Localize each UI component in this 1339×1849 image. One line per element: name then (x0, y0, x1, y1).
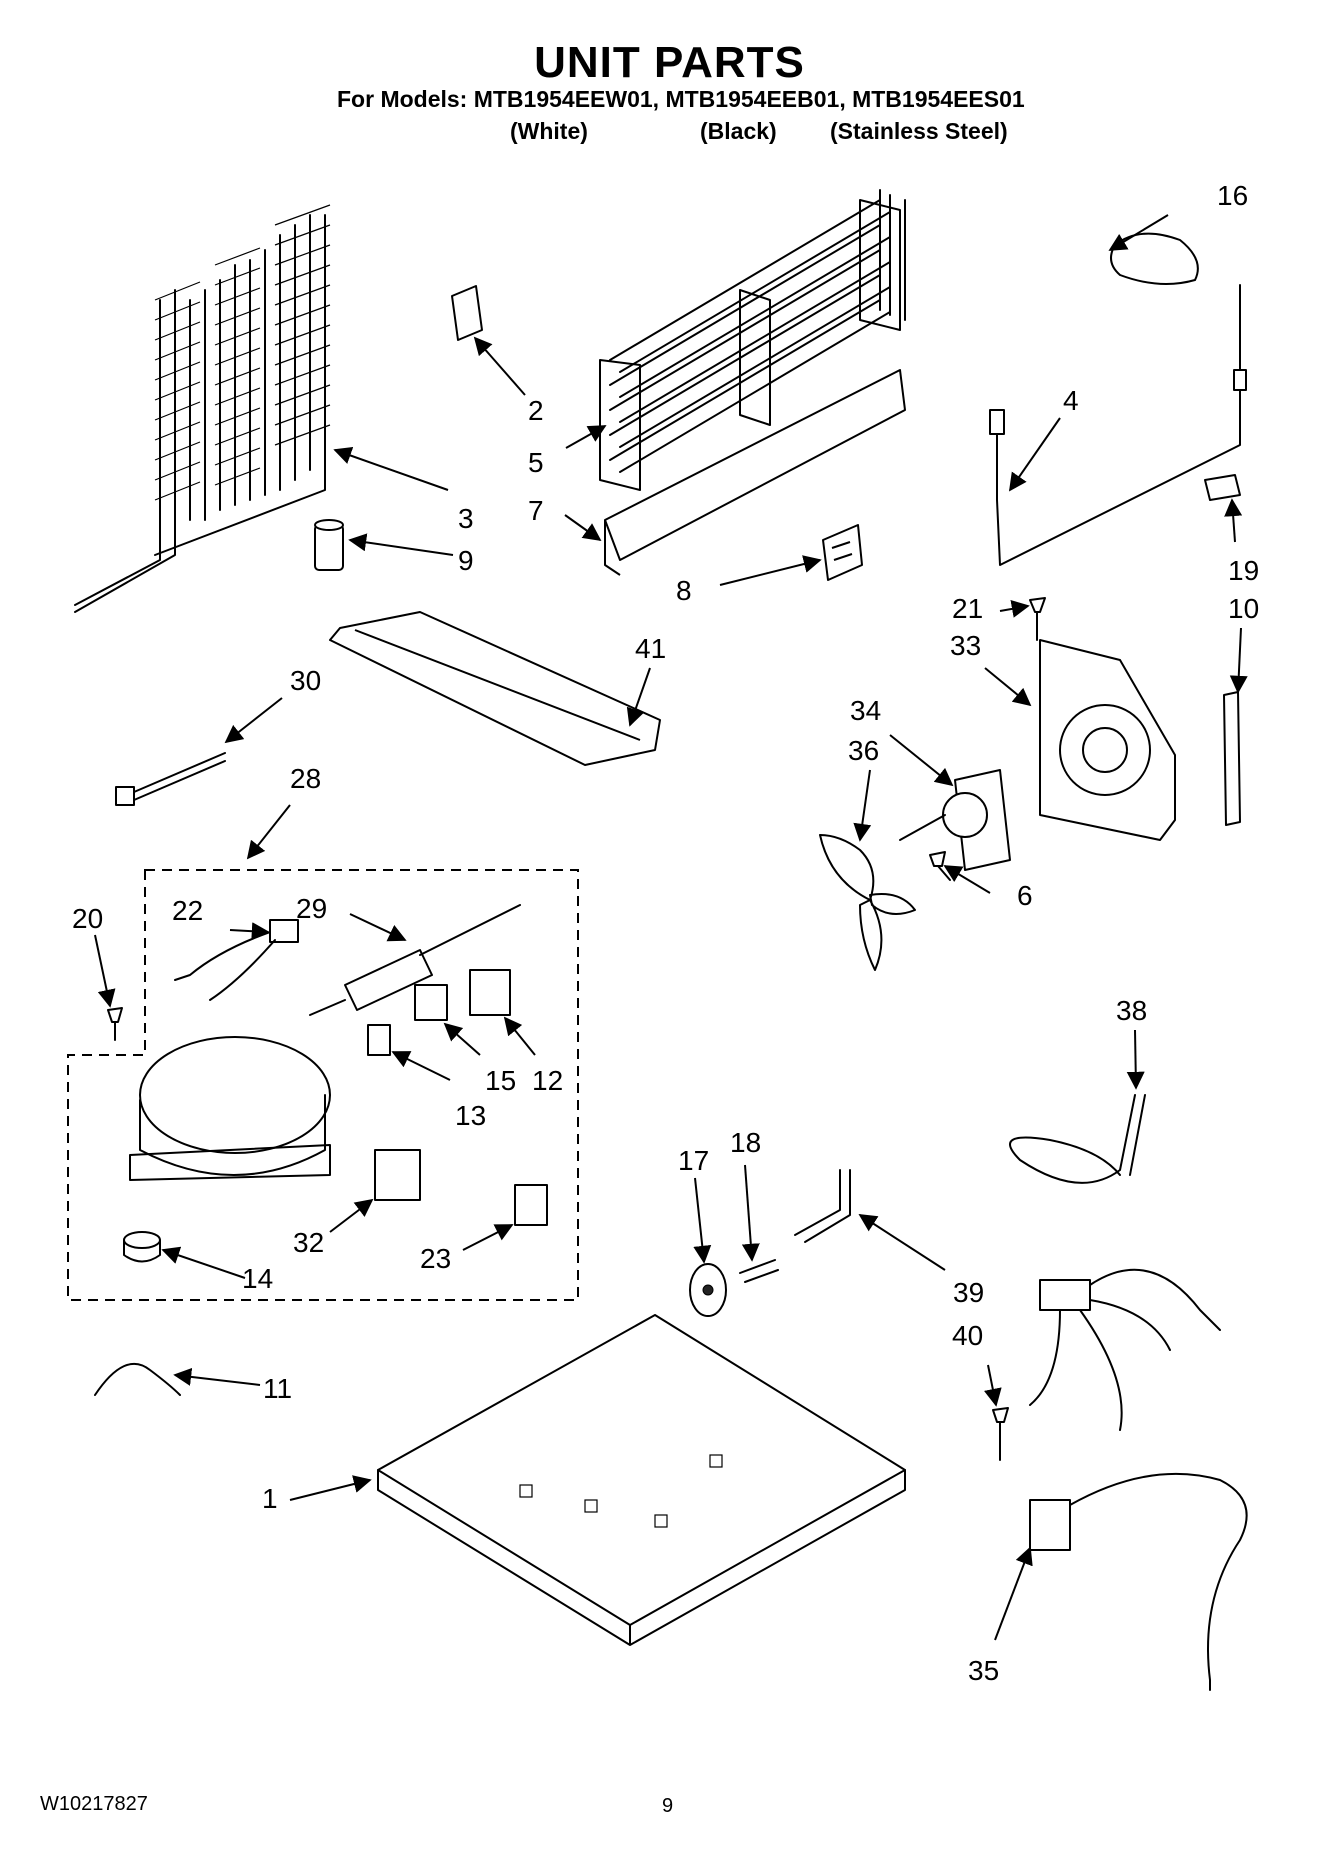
models-line: For Models: MTB1954EEW01, MTB1954EEB01, … (337, 86, 1025, 112)
part-drain-trough (604, 369, 906, 576)
callout-10: 10 (1228, 593, 1259, 624)
part-wire-29 (309, 904, 521, 1016)
callout-36: 36 (848, 735, 879, 766)
callout-39: 39 (953, 1277, 984, 1308)
callout-18: 18 (730, 1127, 761, 1158)
callout-32: 32 (293, 1227, 324, 1258)
part-cable-tie (115, 752, 226, 806)
callout-22: 22 (172, 895, 203, 926)
part-overload-12 (469, 969, 511, 1016)
callout-numbers: 2 3 5 7 9 8 16 4 19 10 21 33 34 36 6 41 … (72, 180, 1259, 1686)
part-axle (739, 1259, 779, 1283)
part-fan-blade (819, 834, 916, 971)
callout-21: 21 (952, 593, 983, 624)
part-screw-20 (107, 1007, 123, 1041)
part-base-frame (377, 1314, 906, 1646)
callout-17: 17 (678, 1145, 709, 1176)
part-wire-clip (94, 1362, 181, 1396)
callout-11: 11 (263, 1373, 292, 1404)
callout-34: 34 (850, 695, 881, 726)
start-components-group-outline (67, 869, 579, 1301)
part-fan-shroud (1039, 639, 1176, 841)
part-thermistor-clip (1204, 474, 1241, 501)
callout-15: 15 (485, 1065, 516, 1096)
document-number: W10217827 (40, 1793, 148, 1815)
callout-20: 20 (72, 903, 103, 934)
part-compressor (129, 1036, 331, 1181)
callout-5: 5 (528, 447, 544, 478)
part-relay-15 (414, 984, 448, 1021)
finish-stainless-steel: (Stainless Steel) (830, 118, 1008, 144)
callout-28: 28 (290, 763, 321, 794)
callout-14: 14 (242, 1263, 273, 1294)
part-roller (689, 1263, 727, 1317)
callout-4: 4 (1063, 385, 1079, 416)
part-screw-6 (929, 851, 951, 881)
part-capacitor (314, 519, 344, 571)
callout-3: 3 (458, 503, 474, 534)
part-connector-23 (514, 1184, 548, 1226)
part-capacitor-32 (374, 1149, 421, 1201)
part-screw-21 (1029, 597, 1046, 641)
part-cap (1110, 232, 1199, 285)
part-seal-strip (1223, 691, 1241, 826)
part-grommet (123, 1231, 161, 1263)
callout-8: 8 (676, 575, 692, 606)
page-number: 9 (662, 1795, 674, 1817)
leader-lines (94, 214, 1248, 1641)
part-fan-motor (899, 769, 1011, 871)
part-tube (794, 1169, 851, 1243)
callout-35: 35 (968, 1655, 999, 1686)
callout-33: 33 (950, 630, 981, 661)
callout-6: 6 (1017, 880, 1033, 911)
part-relay-harness (174, 919, 299, 1001)
callout-7: 7 (528, 495, 544, 526)
finish-black: (Black) (700, 118, 777, 144)
callout-29: 29 (296, 893, 327, 924)
callout-41: 41 (635, 633, 666, 664)
part-drain-pan (329, 611, 661, 766)
callout-23: 23 (420, 1243, 451, 1274)
callout-30: 30 (290, 665, 321, 696)
callout-19: 19 (1228, 555, 1259, 586)
part-wire-harness (1029, 1268, 1248, 1691)
callout-9: 9 (458, 545, 474, 576)
finish-white: (White) (510, 118, 588, 144)
page-title: UNIT PARTS (534, 38, 805, 87)
part-connector-13 (367, 1024, 391, 1056)
part-clip (822, 524, 863, 581)
part-defrost-thermistor (989, 284, 1247, 566)
callout-16: 16 (1217, 180, 1248, 211)
callout-12: 12 (532, 1065, 563, 1096)
part-label (451, 285, 483, 341)
callout-38: 38 (1116, 995, 1147, 1026)
callout-13: 13 (455, 1100, 486, 1131)
callout-1: 1 (262, 1483, 278, 1514)
callout-40: 40 (952, 1320, 983, 1351)
part-screw-40 (992, 1407, 1009, 1461)
part-condenser-coil (74, 204, 331, 613)
callout-2: 2 (528, 395, 544, 426)
part-drain-hose (1009, 1094, 1146, 1184)
